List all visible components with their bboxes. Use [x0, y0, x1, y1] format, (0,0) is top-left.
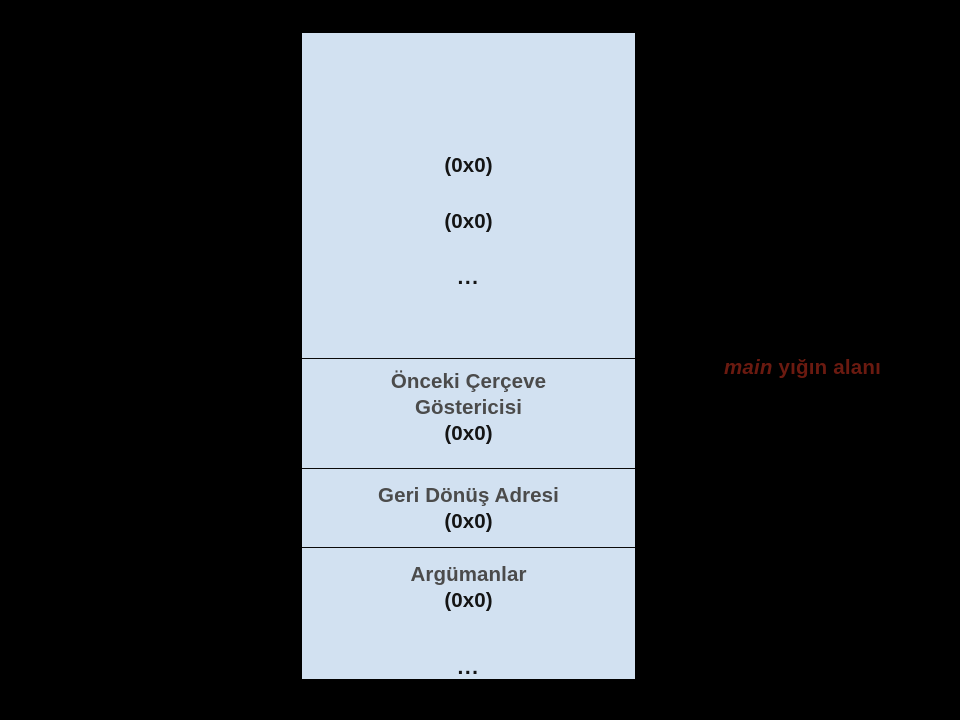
stack-region-annotation: main yığın alanı	[724, 356, 881, 380]
stack-cell-arguments: Argümanlar (0x0) ...	[302, 547, 635, 679]
return-address-title: Geri Dönüş Adresi	[378, 484, 559, 507]
stack-frame-diagram: (0x0) (0x0) ... Önceki Çerçeve Gösterici…	[302, 33, 635, 679]
stack-cell-previous-frame-pointer: Önceki Çerçeve Göstericisi (0x0)	[302, 358, 635, 468]
previous-frame-pointer-value: (0x0)	[444, 422, 493, 445]
arguments-value: (0x0)	[444, 589, 493, 612]
free-space-value-1: (0x0)	[444, 154, 493, 177]
stack-cell-return-address: Geri Dönüş Adresi (0x0)	[302, 468, 635, 547]
previous-frame-pointer-title-line2: Göstericisi	[414, 396, 523, 419]
arguments-ellipsis: ...	[457, 656, 480, 679]
free-space-value-2: (0x0)	[444, 210, 493, 233]
stack-region-annotation-emphasis: main	[724, 356, 773, 379]
stack-cell-free-space: (0x0) (0x0) ...	[302, 33, 635, 358]
previous-frame-pointer-title-line1: Önceki Çerçeve	[390, 370, 547, 393]
arguments-title: Argümanlar	[410, 563, 527, 586]
stack-region-annotation-rest: yığın alanı	[772, 356, 881, 379]
free-space-ellipsis: ...	[457, 266, 480, 289]
return-address-value: (0x0)	[444, 510, 493, 533]
